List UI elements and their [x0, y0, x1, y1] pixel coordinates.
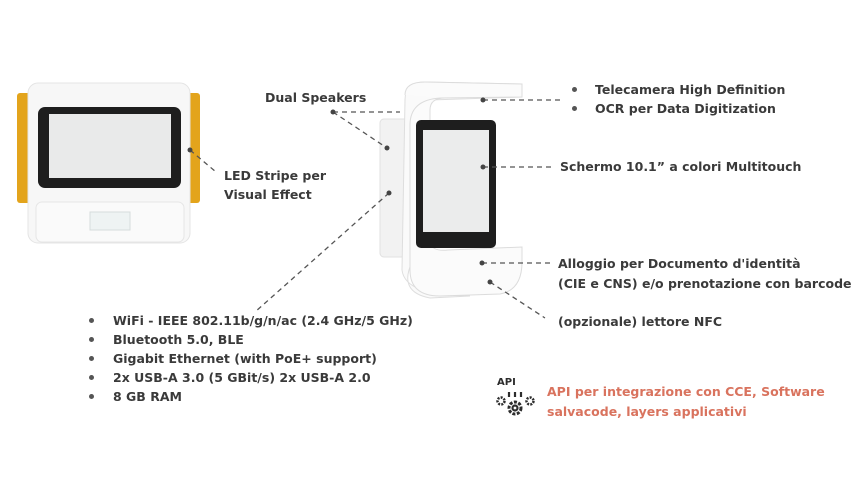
api-description-1: API per integrazione con CCE, Software: [547, 384, 825, 399]
spec-item: WiFi - IEEE 802.11b/g/n/ac (2.4 GHz/5 GH…: [113, 313, 413, 328]
leader-dots: [187, 97, 493, 285]
spec-item: 2x USB-A 3.0 (5 GBit/s) 2x USB-A 2.0: [113, 370, 371, 385]
label-camera: Telecamera High Definition: [595, 82, 786, 97]
bullet: [572, 87, 577, 92]
label-nfc: (opzionale) lettore NFC: [558, 314, 723, 329]
label-led-stripe-1: LED Stripe per: [224, 168, 327, 183]
label-dual-speakers: Dual Speakers: [265, 90, 367, 105]
spec-item: Gigabit Ethernet (with PoE+ support): [113, 351, 377, 366]
spec-item: 8 GB RAM: [113, 389, 182, 404]
label-document-slot-1: Alloggio per Documento d'identità: [558, 256, 801, 271]
bullet: [89, 337, 94, 342]
api-icon-text: API: [497, 377, 516, 388]
kiosk-side-view: [379, 81, 523, 299]
bullet: [89, 375, 94, 380]
label-screen: Schermo 10.1” a colori Multitouch: [560, 159, 802, 174]
side-screen: [423, 130, 489, 232]
bullet: [89, 394, 94, 399]
kiosk-front-view: [17, 82, 200, 244]
front-screen: [49, 114, 171, 178]
label-led-stripe-2: Visual Effect: [224, 187, 312, 202]
api-description-2: salvacode, layers applicativi: [547, 404, 747, 419]
bullet: [572, 106, 577, 111]
label-ocr: OCR per Data Digitization: [595, 101, 776, 116]
spec-item: Bluetooth 5.0, BLE: [113, 332, 244, 347]
bullet: [89, 356, 94, 361]
label-document-slot-2: (CIE e CNS) e/o prenotazione con barcode: [558, 276, 852, 291]
leader-lines: [189, 99, 560, 319]
bullet: [89, 318, 94, 323]
api-gears-icon: [496, 392, 535, 416]
